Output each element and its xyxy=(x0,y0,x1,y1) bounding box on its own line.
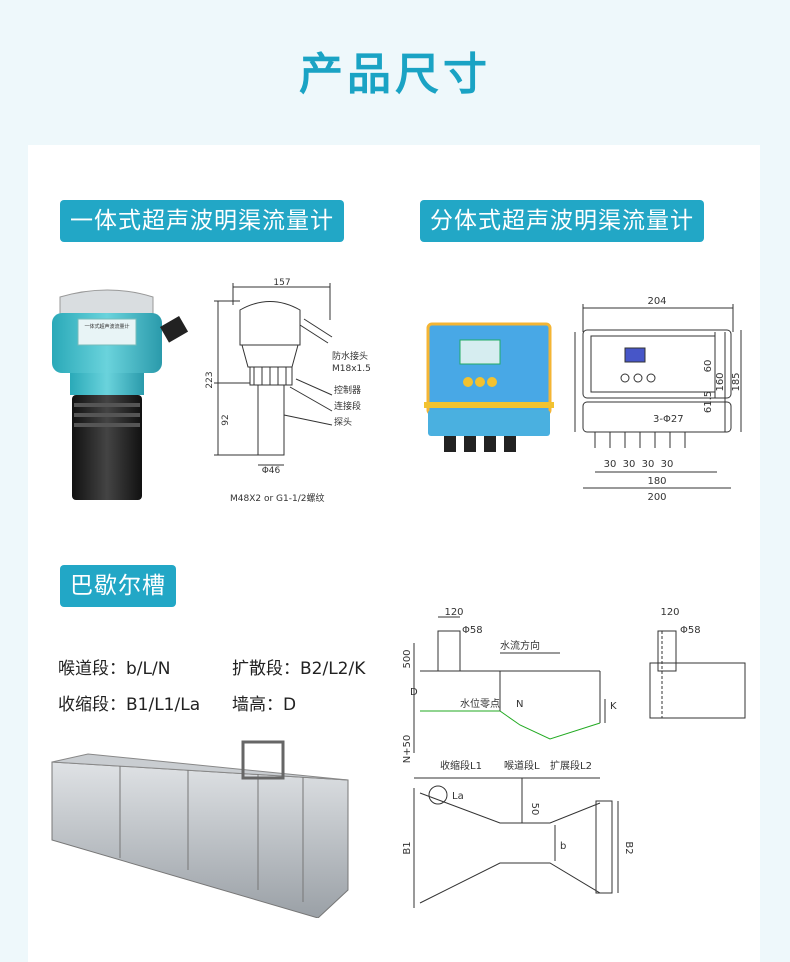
dim-200: 200 xyxy=(647,492,666,503)
flume-w120b: 120 xyxy=(660,607,679,618)
flume-seg-l2: 扩展段L2 xyxy=(550,759,592,772)
dim-spacing-2: 30 xyxy=(623,459,636,470)
dim-lower: 92 xyxy=(221,414,231,425)
spec-wall: 墙高：D xyxy=(232,695,297,715)
dim-height: 223 xyxy=(205,371,215,388)
spec-throat: 喉道段：b/L/N xyxy=(58,659,171,679)
split-dimension-drawing: 204 60 160 185 61.5 3-Φ27 30 30 30 30 18… xyxy=(574,296,742,503)
flume-d58a: Φ58 xyxy=(462,625,483,636)
spec-diverge: 扩散段：B2/L2/K xyxy=(232,659,366,679)
callout-probe: 探头 xyxy=(334,416,352,428)
dim-60: 60 xyxy=(703,360,714,373)
flume-d58b: Φ58 xyxy=(680,625,701,636)
dim-holes: 3-Φ27 xyxy=(653,414,684,425)
flume-n: N xyxy=(516,699,523,710)
dim-160: 160 xyxy=(715,372,726,391)
callout-connector: 连接段 xyxy=(334,400,361,412)
spec-converge: 收缩段：B1/L1/La xyxy=(58,695,201,715)
page-title: 产品尺寸 xyxy=(299,49,491,100)
device-label-text: 一体式超声波流量计 xyxy=(84,323,129,330)
integrated-flowmeter-image: 一体式超声波流量计 xyxy=(52,289,189,500)
flume-la: La xyxy=(452,791,464,802)
flume-b: b xyxy=(560,841,566,852)
thread-spec: M48X2 or G1-1/2螺纹 xyxy=(230,492,324,504)
flume-seg-l: 喉道段L xyxy=(504,759,540,772)
dim-dia: Φ46 xyxy=(262,466,281,476)
flume-flow: 水流方向 xyxy=(500,639,540,652)
dim-61-5: 61.5 xyxy=(703,391,714,413)
callout-controller: 控制器 xyxy=(334,384,361,396)
dim-185: 185 xyxy=(731,372,742,391)
flume-n50: N+50 xyxy=(402,735,413,764)
split-tag: 分体式超声波明渠流量计 xyxy=(420,200,704,242)
split-controller-image xyxy=(424,322,554,452)
flume-d: D xyxy=(410,687,418,698)
flume-image xyxy=(51,740,349,918)
flume-zero: 水位零点 xyxy=(460,697,500,710)
flume-b1: B1 xyxy=(402,841,413,854)
dim-width: 157 xyxy=(273,278,290,288)
callout-waterproof: 防水接头 xyxy=(332,350,368,362)
flume-seg-l1: 收缩段L1 xyxy=(440,759,482,772)
dim-180: 180 xyxy=(647,476,666,487)
dim-top-width: 204 xyxy=(647,296,666,307)
dim-spacing-3: 30 xyxy=(642,459,655,470)
integrated-tag: 一体式超声波明渠流量计 xyxy=(60,200,344,242)
integrated-dimension-drawing: 157 223 92 Φ46 防水接头 M18x1.5 控制器 连接段 探头 M… xyxy=(205,278,371,504)
flume-b2: B2 xyxy=(623,841,634,854)
flume-w120a: 120 xyxy=(444,607,463,618)
flume-tag: 巴歇尔槽 xyxy=(60,565,176,607)
flume-dimension-drawing: 120 Φ58 500 水流方向 D K 水位零点 N N+50 收缩段L1 喉… xyxy=(402,607,746,908)
flume-h500: 500 xyxy=(402,649,413,668)
dim-spacing-4: 30 xyxy=(661,459,674,470)
flume-d50: 50 xyxy=(529,803,540,816)
flume-k: K xyxy=(610,701,617,712)
dim-spacing-1: 30 xyxy=(604,459,617,470)
callout-m18: M18x1.5 xyxy=(332,364,371,374)
